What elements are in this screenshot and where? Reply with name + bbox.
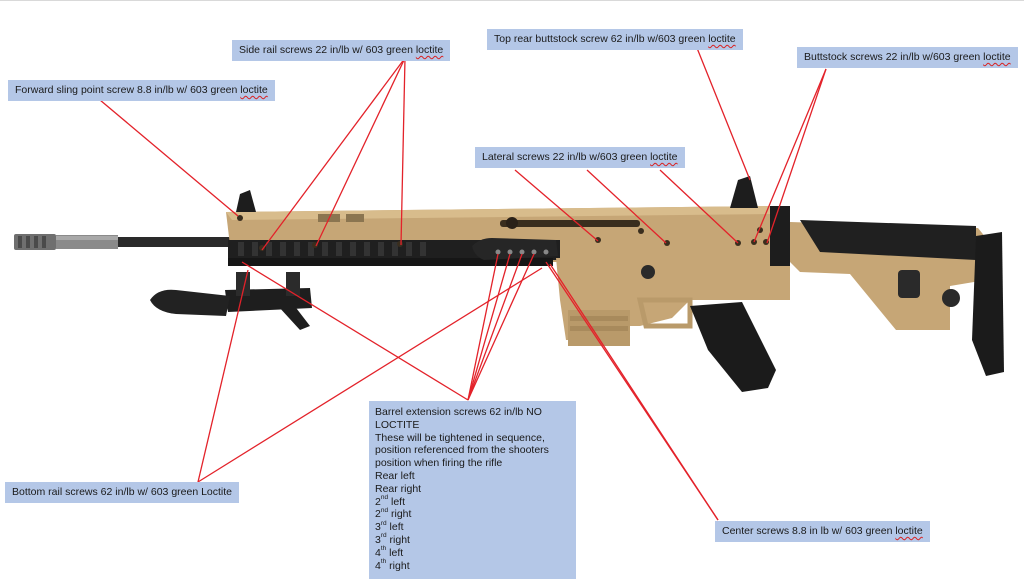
forward-sling-point-text-tail: loctite (240, 84, 268, 96)
side-rail-screws-label: Side rail screws 22 in/lb w/ 603 green l… (232, 40, 451, 61)
bipod (150, 272, 312, 330)
sequence-step-2: Rear right (375, 482, 422, 495)
forward-sling-point-label: Forward sling point screw 8.8 in/lb w/ 6… (8, 80, 275, 101)
top-border (0, 0, 1024, 1)
step-7-side: left (386, 546, 404, 559)
step-5-side: left (386, 521, 404, 534)
sequence-step-7: 4th left (375, 545, 570, 560)
top-rear-buttstock-text-tail: loctite (708, 33, 736, 45)
top-rear-buttstock-text: Top rear buttstock screw 62 in/lb w/603 … (494, 33, 709, 45)
step-7-suffix: th (380, 545, 387, 553)
step-4-suffix: nd (380, 506, 389, 514)
front-sight (236, 190, 256, 212)
lateral-screws-text-tail: loctite (650, 151, 678, 163)
screw-points (237, 215, 769, 255)
center-screws-text-tail: loctite (895, 525, 923, 537)
muzzle-brake (14, 234, 118, 250)
barrel-ext-line-1: Barrel extension screws 62 in/lb NO (375, 406, 542, 418)
step-5-suffix: rd (380, 519, 387, 527)
sequence-step-3: 2nd left (375, 494, 570, 509)
step-6-number: 3 (375, 533, 381, 546)
step-3-side: left (388, 495, 406, 508)
barrel-extension-screws-label: Barrel extension screws 62 in/lb NO LOCT… (369, 401, 576, 579)
bottom-rail-screws-label: Bottom rail screws 62 in/lb w/ 603 green… (5, 482, 240, 503)
step-5-number: 3 (375, 521, 381, 534)
lower-receiver (556, 256, 790, 346)
side-rail-screws-text-tail: loctite (415, 44, 444, 56)
barrel-ext-line-5: position when firing the rifle (375, 457, 503, 470)
top-rear-buttstock-label: Top rear buttstock screw 62 in/lb w/603 … (487, 29, 743, 50)
barrel-ext-line-3: These will be tightened in sequence, (375, 431, 545, 444)
buttstock-screws-text-tail: loctite (983, 51, 1011, 63)
bottom-rail-screws-text: Bottom rail screws 62 in/lb w/ 603 green… (12, 486, 233, 498)
forward-sling-point-text: Forward sling point screw 8.8 in/lb w/ 6… (15, 84, 241, 96)
rear-sight (730, 176, 758, 208)
step-8-number: 4 (375, 559, 381, 572)
sequence-step-1: Rear left (375, 469, 415, 482)
step-3-suffix: nd (380, 494, 389, 502)
leader-lines (99, 47, 827, 521)
center-screws-label: Center screws 8.8 in lb w/ 603 green loc… (715, 521, 930, 542)
buttstock-screws-label: Buttstock screws 22 in/lb w/603 green lo… (797, 47, 1018, 68)
barrel-extension-plate (472, 238, 558, 260)
sequence-step-6: 3rd right (375, 532, 570, 547)
buttstock-screws-text: Buttstock screws 22 in/lb w/603 green (804, 51, 984, 63)
pistol-grip (690, 302, 776, 392)
sequence-step-4: 2nd right (375, 506, 570, 521)
step-3-number: 2 (375, 495, 381, 508)
step-4-number: 2 (375, 508, 381, 521)
step-8-suffix: th (380, 558, 387, 566)
center-screws-text: Center screws 8.8 in lb w/ 603 green (722, 525, 896, 537)
side-rail-screws-text: Side rail screws 22 in/lb w/ 603 green (239, 44, 416, 56)
lateral-screws-label: Lateral screws 22 in/lb w/603 green loct… (475, 147, 685, 168)
barrel (118, 237, 238, 247)
step-4-side: right (388, 508, 412, 521)
barrel-ext-line-2: LOCTITE (375, 418, 420, 431)
lateral-screws-text: Lateral screws 22 in/lb w/603 green (482, 151, 651, 163)
barrel-ext-line-4: position referenced from the shooters (375, 444, 549, 457)
sequence-step-8: 4th right (375, 558, 570, 573)
step-7-number: 4 (375, 546, 381, 559)
sequence-step-5: 3rd left (375, 519, 570, 534)
step-6-side: right (386, 533, 410, 546)
step-6-suffix: rd (380, 532, 387, 540)
buttstock (770, 206, 1004, 376)
step-8-side: right (386, 559, 410, 572)
